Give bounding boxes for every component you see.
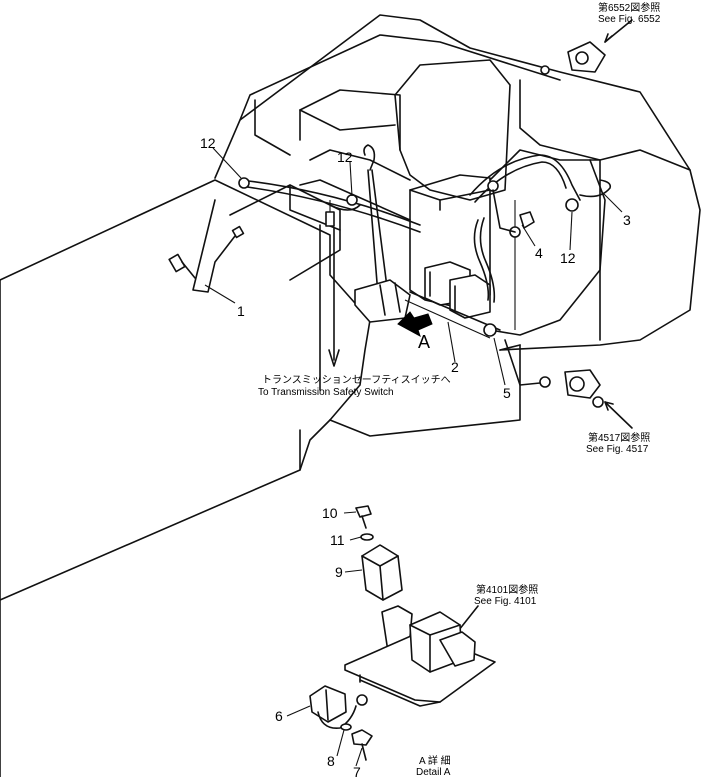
- detail-caption-jp: A 詳 細: [419, 754, 451, 767]
- part-12-label-right: 12: [560, 250, 576, 266]
- fig4101-en: See Fig. 4101: [474, 596, 537, 607]
- fig4517-en: See Fig. 4517: [586, 444, 649, 455]
- detail-caption-en: Detail A: [416, 767, 451, 777]
- fig6552-en: See Fig. 6552: [598, 14, 661, 25]
- transmission-note: トランスミッションセーフティスイッチへ To Transmission Safe…: [258, 374, 451, 398]
- part-5-label: 5: [503, 385, 511, 401]
- part-8-label: 8: [327, 753, 335, 769]
- part-9-label: 9: [335, 564, 343, 580]
- transmission-note-en: To Transmission Safety Switch: [258, 387, 394, 398]
- machine-body: [0, 14, 701, 777]
- part-1-label: 1: [237, 303, 245, 319]
- detail-caption: A 詳 細 Detail A: [416, 754, 451, 777]
- part-12-label-left: 12: [200, 135, 216, 151]
- part-3-label: 3: [623, 212, 631, 228]
- part-7-label: 7: [353, 764, 361, 777]
- wire-harness: [168, 41, 612, 408]
- transmission-note-jp: トランスミッションセーフティスイッチへ: [262, 374, 451, 386]
- part-10-label: 10: [322, 505, 338, 521]
- detail-marker: A: [418, 332, 430, 352]
- part-number-labels: 1 2 3 4 5 6 7 8 9 10 11 12 12 12: [200, 135, 631, 777]
- part-11-label: 11: [330, 532, 345, 548]
- transmission-lever: [354, 144, 411, 323]
- fig4517-jp: 第4517図参照: [588, 431, 650, 444]
- part-4-label: 4: [535, 245, 543, 261]
- fig4101-jp: 第4101図参照: [476, 583, 538, 596]
- part-2-label: 2: [451, 359, 459, 375]
- switch-assembly: [404, 217, 501, 339]
- leader-lines: [204, 19, 633, 636]
- part-12-label-center: 12: [337, 149, 353, 165]
- figure-refs: 第6552図参照 See Fig. 6552 第4517図参照 See Fig.…: [474, 1, 661, 607]
- fig6552-jp: 第6552図参照: [598, 1, 660, 14]
- detail-a-arrow: [397, 311, 433, 338]
- detail-a-drawing: [286, 505, 496, 767]
- part-6-label: 6: [275, 708, 283, 724]
